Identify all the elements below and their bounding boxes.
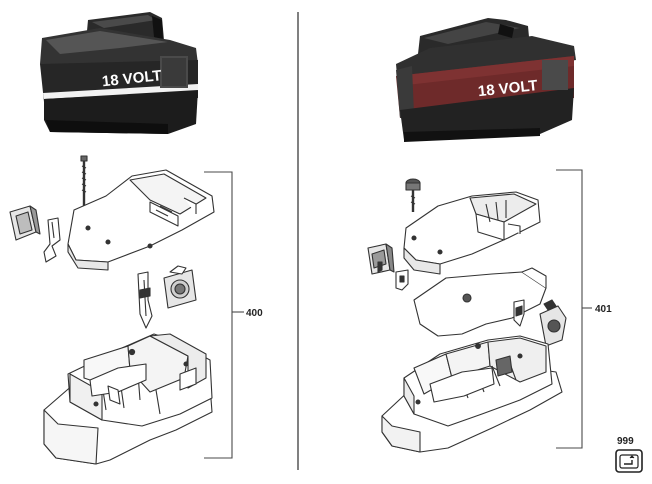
left-exploded-parts [9, 155, 215, 465]
terminal-clip-part [367, 243, 395, 275]
terminal-clip-part [9, 205, 41, 241]
left-callout-bracket [204, 171, 244, 459]
bottom-housing-part [43, 333, 213, 465]
right-exploded-parts [367, 178, 567, 453]
terminal-strip-part [137, 271, 153, 329]
left-battery-label: 18 VOLT [101, 67, 162, 90]
kit-number: 999 [617, 436, 634, 447]
thermistor-holder-part [163, 265, 197, 309]
thermistor-holder-part [539, 299, 567, 347]
right-callout-bracket [556, 169, 592, 449]
left-callout-number: 400 [246, 308, 263, 319]
spring-contact-part [395, 269, 409, 291]
screw-part [80, 155, 88, 213]
screw-part [405, 178, 421, 212]
bottom-housing-part [381, 335, 563, 453]
gasket-part [413, 267, 547, 337]
top-cover-part [403, 191, 541, 275]
right-battery-label: 18 VOLT [477, 77, 538, 100]
top-cover-part [67, 169, 215, 271]
right-callout-number: 401 [595, 304, 612, 315]
kit-box-icon [615, 449, 643, 473]
left-battery-pack: 18 VOLT [40, 12, 198, 134]
right-battery-pack: 18 VOLT [396, 18, 576, 142]
spring-contact-part [43, 217, 61, 263]
terminal-strip-part [513, 299, 525, 327]
